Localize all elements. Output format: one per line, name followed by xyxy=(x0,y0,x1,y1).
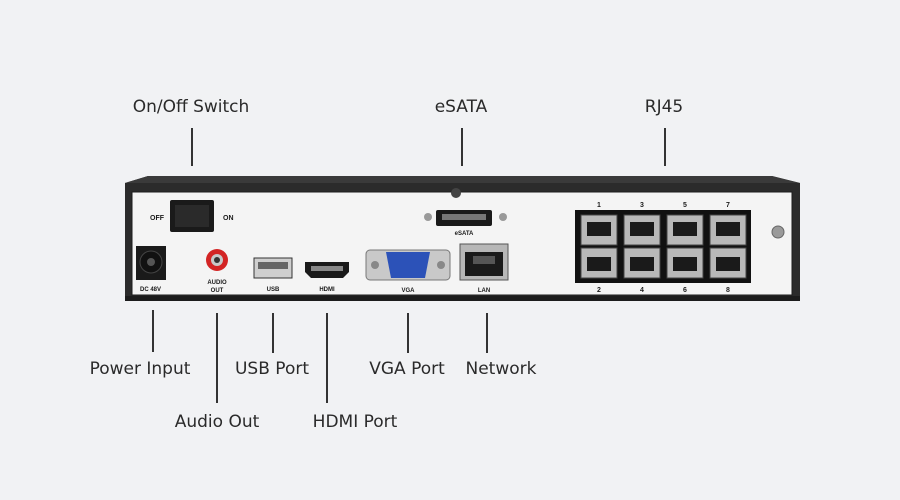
port-number: 1 xyxy=(597,202,601,209)
callout-on-off-switch: On/Off Switch xyxy=(132,97,250,117)
lan-port: LAN xyxy=(459,243,509,294)
callout-hdmi-port: HDMI Port xyxy=(312,412,398,432)
audio-label-line2: OUT xyxy=(211,288,224,294)
callout-usb-port: USB Port xyxy=(234,359,310,379)
callout-network: Network xyxy=(465,359,537,379)
screw-icon xyxy=(771,225,785,239)
power-input-jack: DC 48V xyxy=(136,246,166,293)
callout-rj45: RJ45 xyxy=(644,97,684,117)
leader-line-usb xyxy=(272,313,274,353)
audio-out-jack: AUDIO OUT xyxy=(206,249,228,294)
screw-icon xyxy=(451,188,461,198)
leader-line-esata xyxy=(461,128,463,166)
leader-line-network xyxy=(486,313,488,353)
callout-esata: eSATA xyxy=(434,97,488,117)
hdmi-port: HDMI xyxy=(305,262,349,293)
leader-line-rj45 xyxy=(664,128,666,166)
port-number: 6 xyxy=(683,287,687,294)
switch-on-label: ON xyxy=(223,215,234,222)
lan-label: LAN xyxy=(478,288,490,294)
leader-line-vga xyxy=(407,313,409,353)
esata-panel-label: eSATA xyxy=(455,231,474,237)
port-number: 2 xyxy=(597,287,601,294)
leader-line-power xyxy=(152,310,154,352)
port-number: 4 xyxy=(640,287,644,294)
usb-port: USB xyxy=(253,257,293,293)
port-number: 7 xyxy=(726,202,730,209)
audio-label-line1: AUDIO xyxy=(207,280,227,286)
vga-port: VGA xyxy=(365,249,451,294)
rj45-port-block: 1 3 5 7 2 4 6 8 xyxy=(575,202,751,294)
power-switch: OFF ON xyxy=(150,200,234,232)
usb-label: USB xyxy=(267,287,280,293)
hdmi-label: HDMI xyxy=(319,287,335,293)
port-number: 3 xyxy=(640,202,644,209)
leader-line-audio xyxy=(216,313,218,403)
leader-line-hdmi xyxy=(326,313,328,403)
callout-audio-out: Audio Out xyxy=(174,412,260,432)
esata-port: eSATA xyxy=(424,210,507,237)
vga-label: VGA xyxy=(401,288,415,294)
dc-label: DC 48V xyxy=(140,287,161,293)
switch-off-label: OFF xyxy=(150,215,165,222)
callout-vga-port: VGA Port xyxy=(369,359,445,379)
port-number: 5 xyxy=(683,202,687,209)
leader-line-switch xyxy=(191,128,193,166)
callout-power-input: Power Input xyxy=(89,359,191,379)
port-number: 8 xyxy=(726,287,730,294)
